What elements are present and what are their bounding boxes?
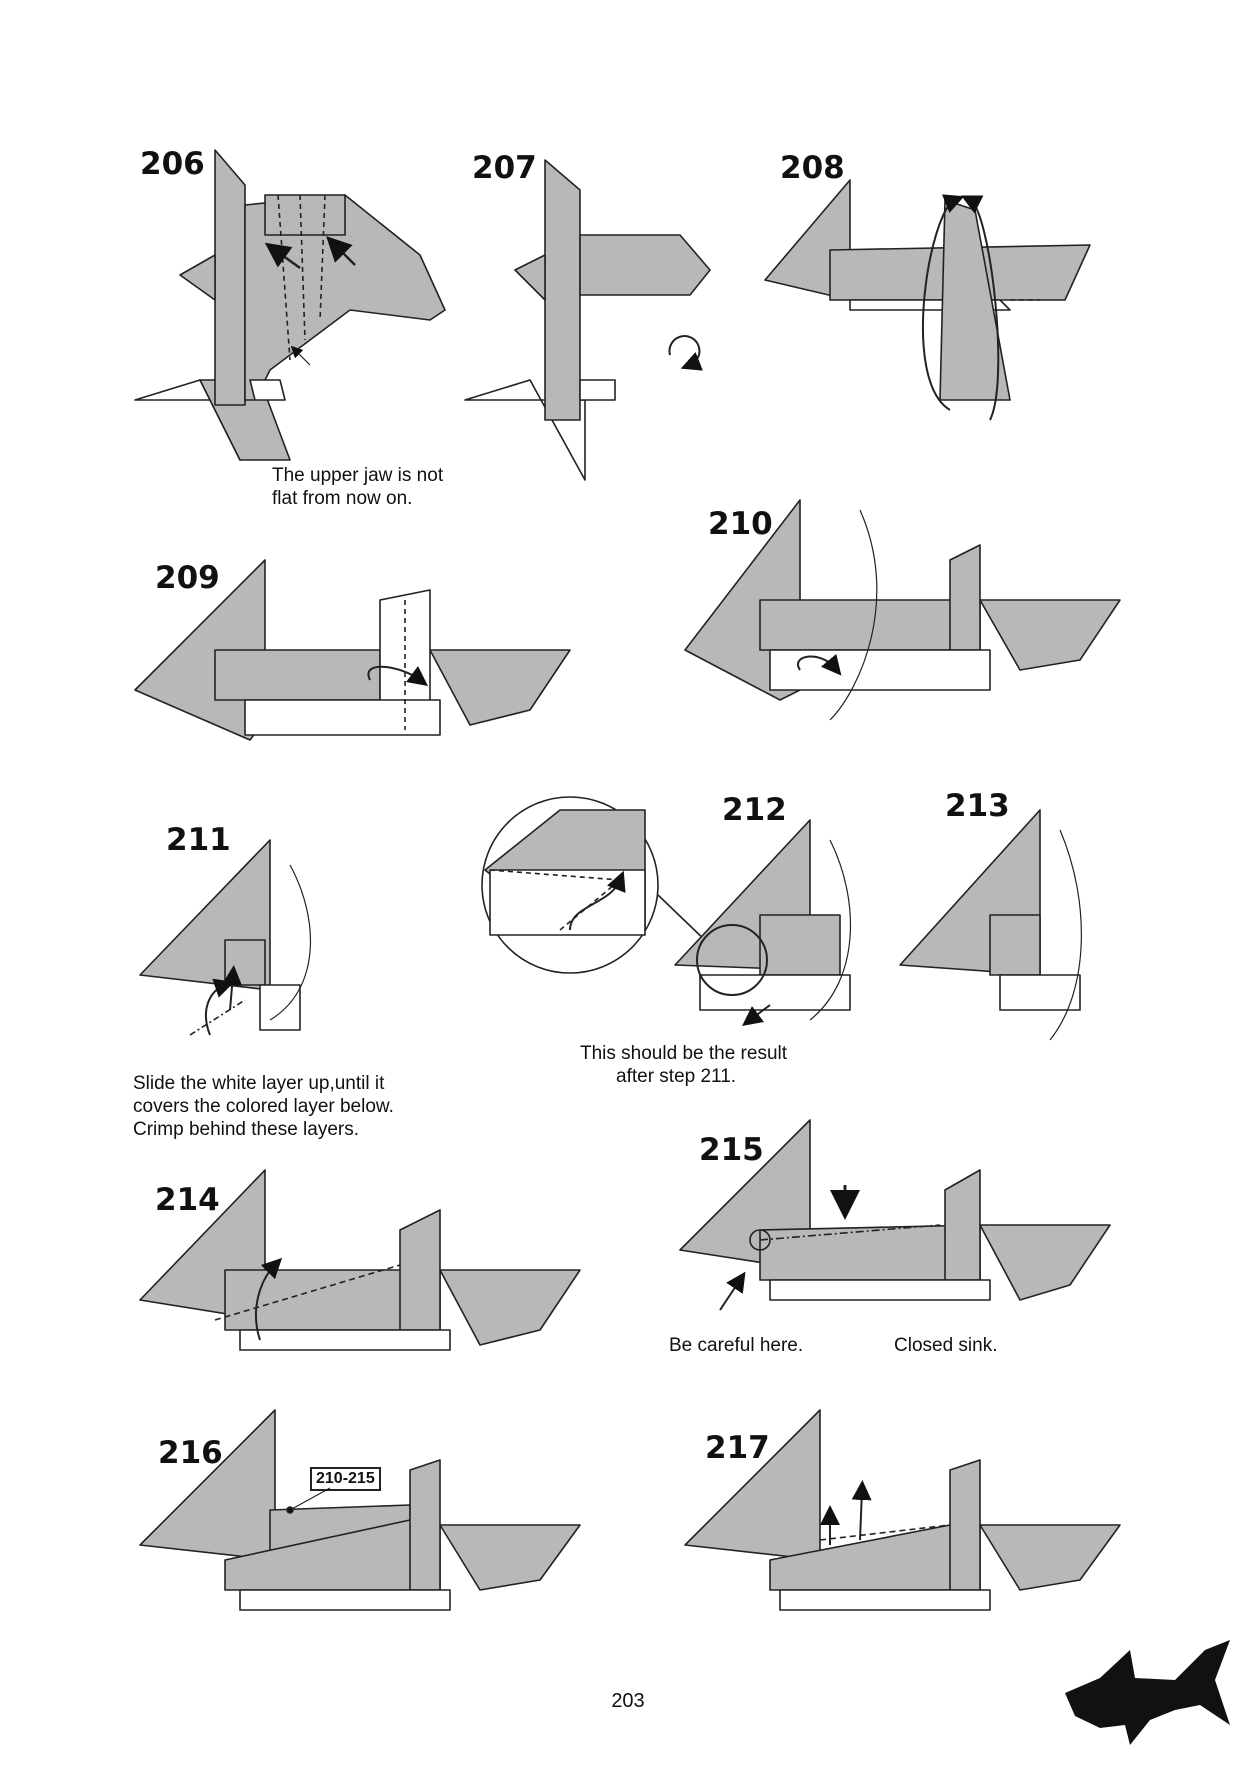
shark-silhouette-icon <box>1065 1640 1230 1745</box>
step-number-207: 207 <box>472 150 537 186</box>
diagram-209 <box>134 559 571 741</box>
diagram-212-zoom <box>481 796 711 974</box>
diagram-211 <box>139 839 312 1036</box>
note-upper-jaw: The upper jaw is not flat from now on. <box>272 464 443 510</box>
note-closed-sink: Closed sink. <box>894 1335 998 1356</box>
step-number-209: 209 <box>155 560 220 596</box>
step-number-213: 213 <box>945 788 1010 824</box>
note-slide-line3: Crimp behind these layers. <box>133 1119 359 1140</box>
note-upper-jaw-line1: The upper jaw is not <box>272 465 444 486</box>
diagram-210 <box>684 499 1121 721</box>
diagram-213 <box>899 809 1082 1041</box>
step-number-211: 211 <box>166 822 231 858</box>
step-number-210: 210 <box>708 506 773 542</box>
diagram-215 <box>679 1119 1111 1311</box>
diagram-216 <box>139 1409 581 1611</box>
step-number-206: 206 <box>140 146 205 182</box>
diagram-208 <box>764 179 1091 421</box>
note-upper-jaw-line2: flat from now on. <box>272 488 413 509</box>
diagram-212 <box>674 819 851 1026</box>
diagram-207 <box>464 159 711 481</box>
note-slide-line1: Slide the white layer up,until it <box>133 1073 385 1094</box>
diagram-217 <box>684 1409 1121 1611</box>
note-result: This should be the result after step 211… <box>580 1042 787 1088</box>
step-number-217: 217 <box>705 1430 770 1466</box>
diagram-206 <box>134 149 446 461</box>
step-number-214: 214 <box>155 1182 220 1218</box>
reference-box: 210-215 <box>310 1467 381 1491</box>
step-number-208: 208 <box>780 150 845 186</box>
page-number: 203 <box>611 1690 645 1712</box>
note-slide-line2: covers the colored layer below. <box>133 1096 394 1117</box>
note-slide-layer: Slide the white layer up,until it covers… <box>133 1072 394 1141</box>
step-number-215: 215 <box>699 1132 764 1168</box>
diagram-214 <box>139 1169 581 1351</box>
note-result-line1: This should be the result <box>580 1043 788 1064</box>
step-number-216: 216 <box>158 1435 223 1471</box>
note-result-line2: after step 211. <box>616 1066 737 1087</box>
note-careful: Be careful here. <box>669 1335 804 1356</box>
step-number-212: 212 <box>722 792 787 828</box>
